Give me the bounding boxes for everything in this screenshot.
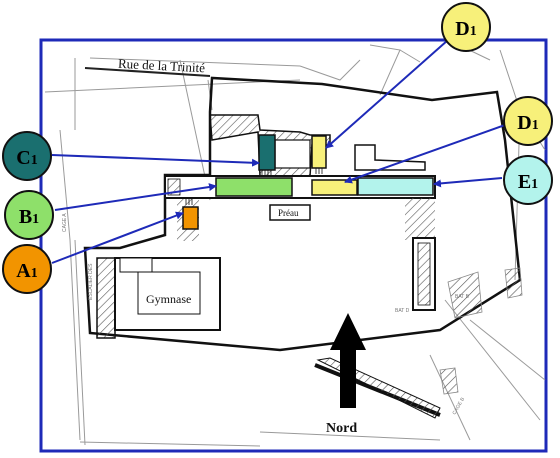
svg-text:B1: B1 bbox=[19, 206, 39, 228]
stair-symbols bbox=[185, 168, 323, 205]
right-buildings bbox=[405, 198, 523, 395]
zone-c1 bbox=[258, 134, 276, 171]
gym-label: Gymnase bbox=[146, 292, 191, 306]
svg-text:D1: D1 bbox=[517, 112, 538, 134]
gymnasium bbox=[96, 257, 221, 339]
north-label: Nord bbox=[326, 421, 357, 436]
marker-a1-letter: A bbox=[16, 260, 31, 282]
connector-arrows bbox=[51, 39, 506, 264]
marker-d1-right-letter: D bbox=[517, 112, 531, 134]
zone-a1 bbox=[182, 206, 199, 230]
svg-text:E1: E1 bbox=[518, 171, 538, 193]
faint-label-4: CAGE A bbox=[62, 213, 68, 232]
marker-e1-letter: E bbox=[518, 171, 531, 193]
map-frame bbox=[39, 38, 548, 453]
street-boundary bbox=[84, 67, 211, 77]
marker-a1-sub: 1 bbox=[31, 266, 38, 281]
marker-b1-letter: B bbox=[19, 206, 32, 228]
marker-c1[interactable]: C1 bbox=[2, 131, 52, 181]
svg-text:A1: A1 bbox=[16, 260, 37, 282]
preau-box bbox=[269, 204, 311, 221]
zone-d1-south bbox=[311, 179, 358, 196]
marker-d1-top-sub: 1 bbox=[470, 24, 477, 39]
faint-label-3: BAT B bbox=[455, 294, 470, 300]
marker-b1[interactable]: B1 bbox=[4, 190, 54, 240]
marker-e1[interactable]: E1 bbox=[503, 155, 553, 205]
north-arrow-icon bbox=[330, 313, 366, 408]
faint-label-1: ESCALIER DES bbox=[88, 263, 94, 300]
marker-b1-sub: 1 bbox=[32, 212, 39, 227]
marker-c1-letter: C bbox=[16, 147, 30, 169]
zone-d1-north bbox=[311, 135, 327, 169]
street-label: Rue de la Trinité bbox=[118, 56, 206, 76]
marker-d1-right-sub: 1 bbox=[532, 118, 539, 133]
marker-d1-top-letter: D bbox=[455, 18, 469, 40]
marker-a1[interactable]: A1 bbox=[2, 244, 52, 294]
faint-label-2: BAT D bbox=[395, 308, 410, 314]
preau-label: Préau bbox=[278, 208, 299, 218]
marker-d1-right[interactable]: D1 bbox=[503, 96, 553, 146]
zone-e1 bbox=[357, 177, 434, 196]
svg-text:D1: D1 bbox=[455, 18, 476, 40]
marker-c1-sub: 1 bbox=[31, 153, 38, 168]
zone-b1 bbox=[215, 177, 293, 197]
svg-text:C1: C1 bbox=[16, 147, 37, 169]
marker-e1-sub: 1 bbox=[531, 177, 538, 192]
marker-d1-top[interactable]: D1 bbox=[441, 2, 491, 52]
